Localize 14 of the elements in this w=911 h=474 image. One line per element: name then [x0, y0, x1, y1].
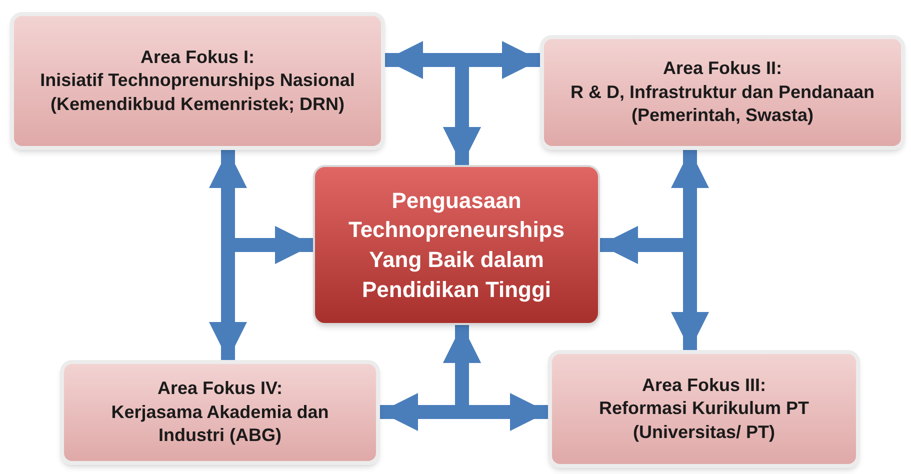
- focus-area-box: [10, 12, 385, 150]
- focus-area-box: [60, 360, 380, 465]
- area-description: R & D, Infrastruktur dan Pendanaan (Pemerintah, Swasta): [569, 80, 876, 128]
- area-heading: Area Fokus IV:: [157, 377, 283, 400]
- area-description: Inisiatif Technoprenurships Nasional (Kemendikbud Kemenristek; DRN): [39, 69, 356, 116]
- area-heading: Area Fokus III:: [642, 374, 766, 397]
- focus-area-box: [548, 350, 860, 468]
- area-heading: Area Fokus II:: [662, 57, 782, 80]
- focus-area-box: [540, 35, 905, 150]
- central-box: [313, 165, 600, 325]
- area-description: Reformasi Kurikulum PT (Universitas/ PT): [598, 397, 810, 444]
- area-heading: Area Fokus I:: [140, 46, 255, 69]
- center-text: Penguasaan Technopreneurships Yang Baik dalam Pendidikan Tinggi: [348, 186, 566, 304]
- area-description: Kerjasama Akademia dan Industri (ABG): [110, 400, 330, 448]
